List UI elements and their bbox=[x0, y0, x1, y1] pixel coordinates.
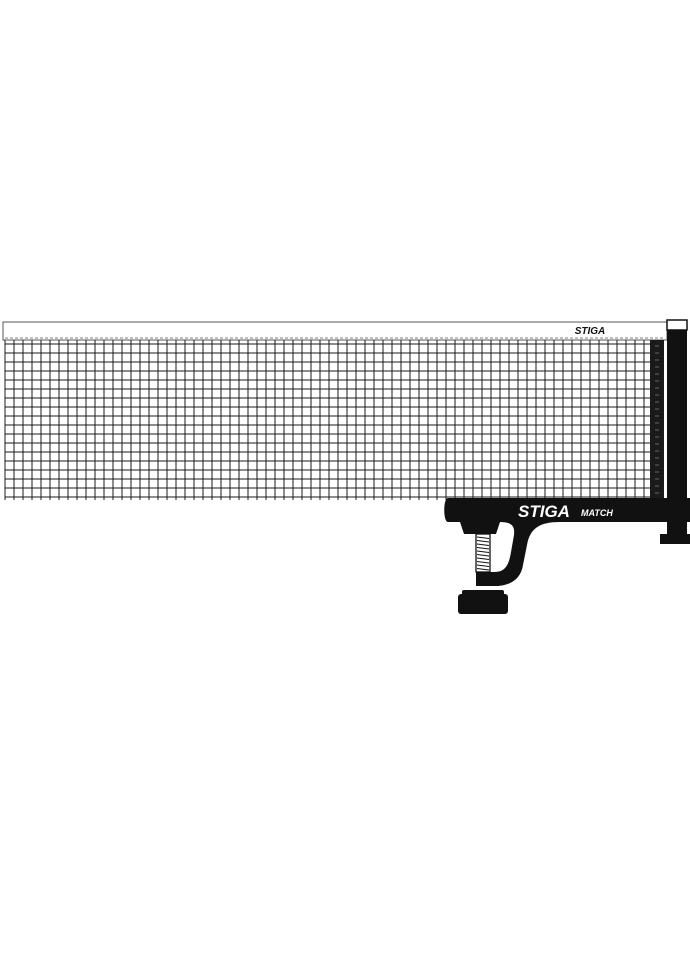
net-mesh bbox=[4, 340, 650, 500]
screw-thread bbox=[476, 568, 490, 571]
clamp-upper-pad bbox=[460, 522, 500, 534]
net-top-tape bbox=[2, 321, 668, 341]
screw-thread bbox=[476, 547, 490, 550]
bracket-model-label: MATCH bbox=[581, 508, 613, 518]
clamp-screw bbox=[475, 533, 491, 573]
screw-thread bbox=[476, 557, 490, 560]
screw-thread bbox=[476, 536, 490, 539]
screw-thread bbox=[476, 540, 490, 543]
net-post bbox=[660, 319, 690, 544]
bracket-brand-label: STIGA bbox=[518, 502, 570, 521]
net-brand-label: STIGA bbox=[575, 326, 606, 337]
screw-thread bbox=[476, 543, 490, 546]
screw-thread bbox=[476, 564, 490, 567]
screw-thread bbox=[476, 561, 490, 564]
net-cord-ticks bbox=[655, 345, 659, 494]
clamp-screw-threads bbox=[476, 536, 490, 571]
clamp-knob bbox=[458, 590, 508, 614]
screw-thread bbox=[476, 554, 490, 557]
net-side-cord bbox=[650, 340, 664, 500]
clamp-bracket bbox=[444, 498, 690, 586]
screw-thread bbox=[476, 550, 490, 553]
